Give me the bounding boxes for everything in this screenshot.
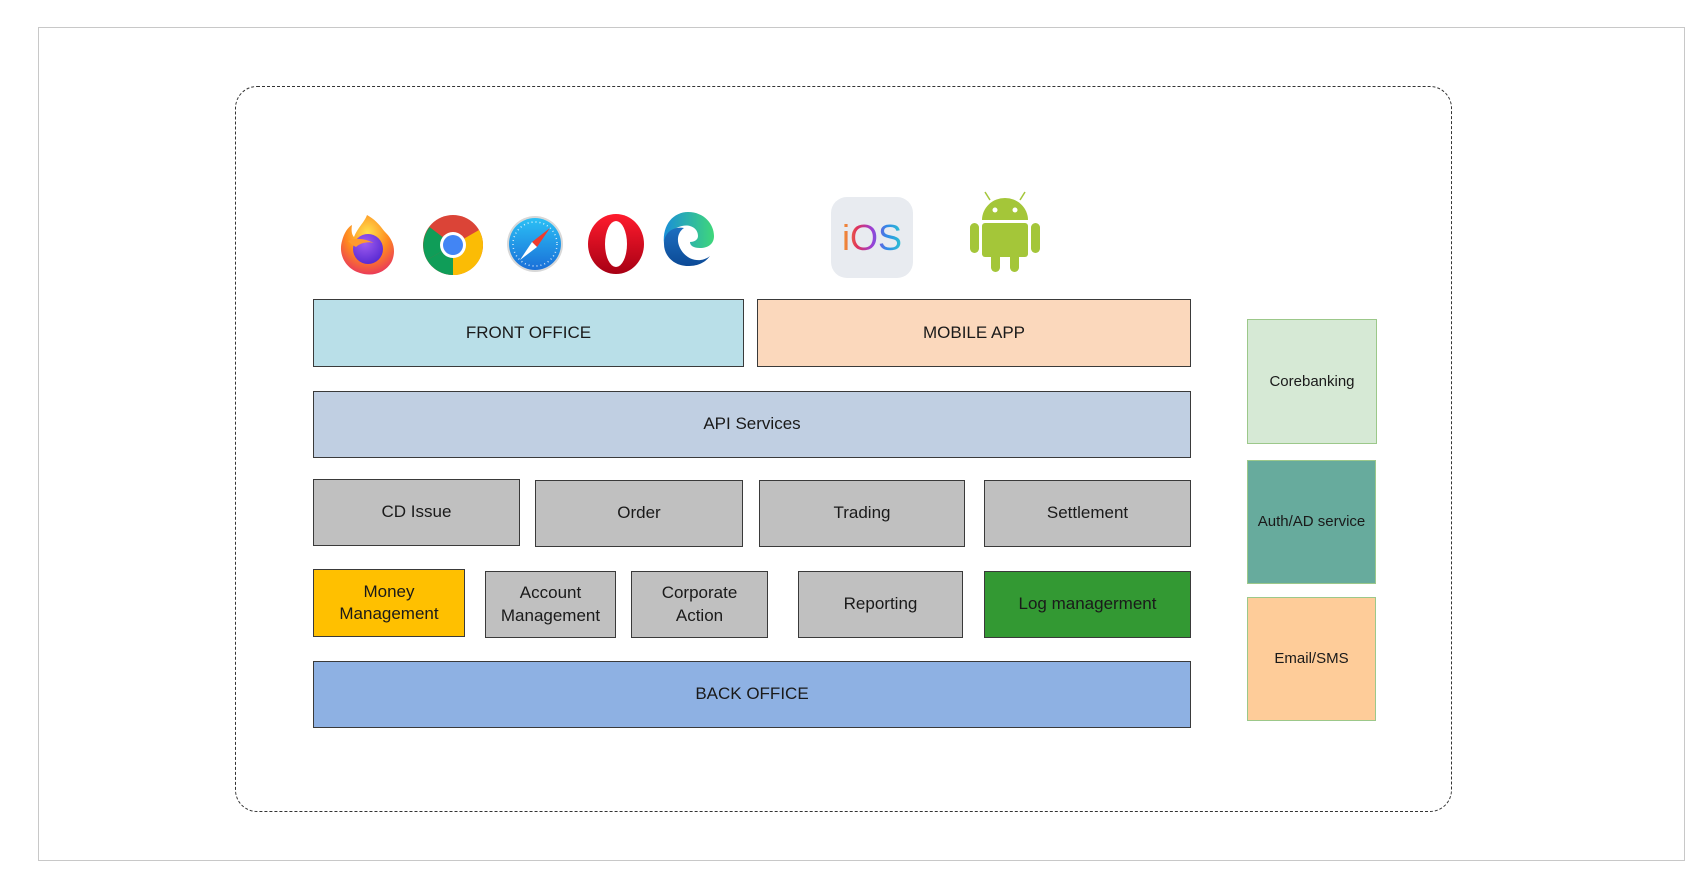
service-auth-ad[interactable]: Auth/AD service: [1247, 460, 1376, 584]
service-corebanking[interactable]: Corebanking: [1247, 319, 1377, 444]
module-settlement[interactable]: Settlement: [984, 480, 1191, 547]
mobile-app-label: MOBILE APP: [922, 322, 1026, 342]
module-label: Settlement: [1046, 503, 1129, 523]
module-order[interactable]: Order: [535, 480, 743, 547]
canvas-frame: [38, 27, 1685, 861]
module-label-line2: Action: [675, 605, 724, 625]
ios-icon: iOS: [831, 197, 913, 278]
api-services-label: API Services: [703, 414, 801, 434]
module-log-management[interactable]: Log managerment: [984, 571, 1191, 638]
module-money-management[interactable]: Money Management: [313, 569, 465, 637]
module-label-line1: Corporate: [661, 583, 738, 603]
module-label: Log managerment: [1018, 594, 1157, 614]
service-email-sms[interactable]: Email/SMS: [1247, 597, 1376, 721]
system-boundary: [235, 86, 1452, 812]
edge-icon: [663, 212, 714, 266]
module-label-line1: Money: [363, 581, 415, 601]
module-label: CD Issue: [381, 502, 452, 522]
front-office-layer[interactable]: FRONT OFFICE: [313, 299, 744, 367]
service-label: Email/SMS: [1274, 650, 1349, 668]
module-label: Order: [617, 503, 661, 523]
mobile-app-layer[interactable]: MOBILE APP: [757, 299, 1191, 367]
front-office-label: FRONT OFFICE: [465, 322, 592, 342]
api-services-layer[interactable]: API Services: [313, 391, 1191, 458]
module-trading[interactable]: Trading: [759, 480, 965, 547]
android-icon: [970, 191, 1040, 272]
ios-label: iOS: [841, 216, 902, 258]
safari-icon: [507, 216, 563, 272]
module-account-management[interactable]: Account Management: [485, 571, 616, 638]
module-label: Reporting: [843, 594, 918, 614]
opera-icon: [588, 214, 644, 274]
module-label-line2: Management: [339, 604, 439, 623]
chrome-icon: [423, 215, 484, 275]
service-label: Auth/AD service: [1257, 513, 1366, 531]
service-label: Corebanking: [1269, 372, 1355, 390]
module-reporting[interactable]: Reporting: [798, 571, 963, 638]
module-corporate-action[interactable]: Corporate Action: [631, 571, 768, 638]
back-office-layer[interactable]: BACK OFFICE: [313, 661, 1191, 728]
module-label-line2: Management: [500, 605, 601, 625]
module-cd-issue[interactable]: CD Issue: [313, 479, 520, 546]
module-label-line1: Account: [519, 583, 582, 603]
back-office-label: BACK OFFICE: [695, 684, 809, 704]
module-label: Trading: [833, 503, 891, 523]
firefox-icon: [340, 215, 394, 275]
